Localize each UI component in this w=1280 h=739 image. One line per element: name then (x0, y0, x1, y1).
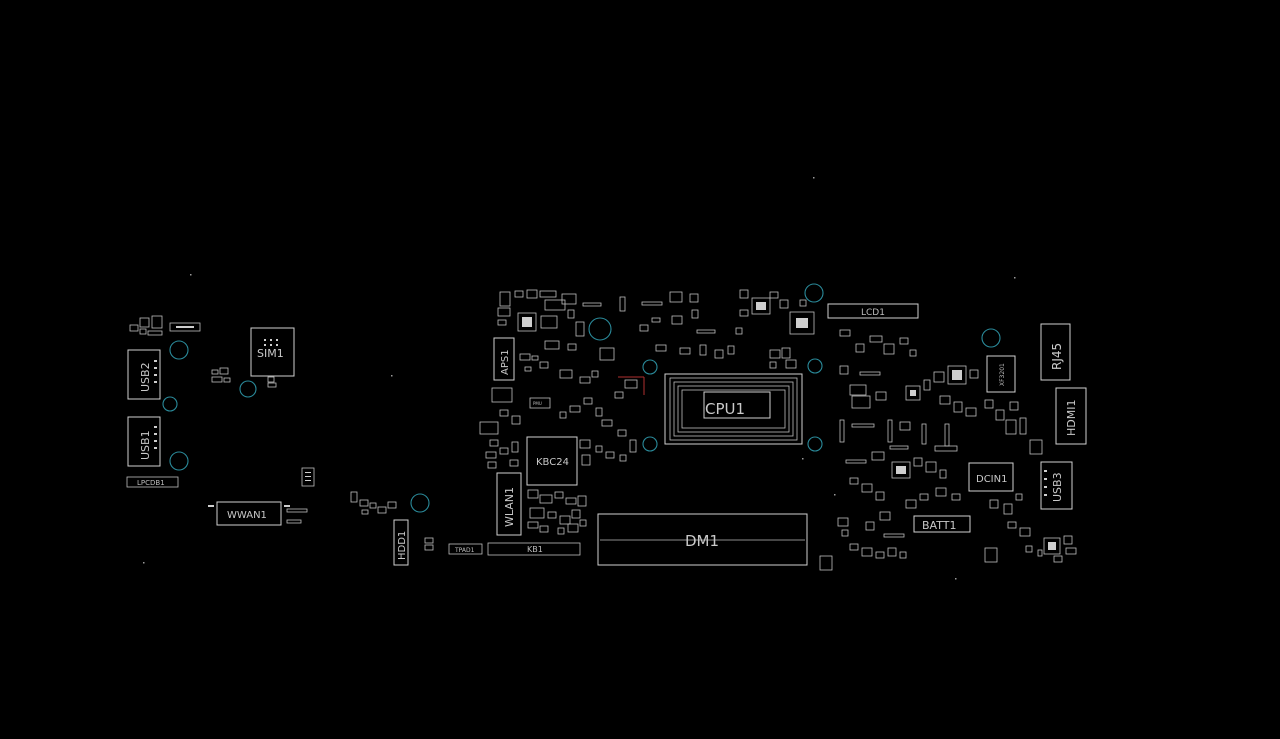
sim1-slot[interactable]: SIM1 (250, 327, 295, 377)
dcin1-label: DCIN1 (976, 474, 1007, 485)
center-left-cluster: HDD1 TPAD1 KB1 (350, 491, 581, 566)
mounting-hole (807, 358, 823, 374)
usb3-label: USB3 (1051, 472, 1064, 502)
usb1-label: USB1 (139, 430, 152, 460)
svg-text:PMU: PMU (533, 401, 542, 406)
batt1-label: BATT1 (922, 519, 956, 532)
mounting-hole (410, 493, 430, 513)
mounting-hole (981, 328, 1001, 348)
lpcdb1-label: LPCDB1 (137, 479, 165, 487)
mounting-hole (588, 317, 612, 341)
usb2-connector[interactable]: USB2 (127, 349, 161, 400)
xf3201-part[interactable]: XF3201 (986, 355, 1016, 393)
kb1-connector[interactable]: KB1 (487, 542, 581, 556)
rj45-connector[interactable]: RJ45 (1040, 323, 1071, 381)
dcin1-connector[interactable]: DCIN1 (968, 462, 1014, 492)
mounting-hole (169, 340, 189, 360)
mounting-hole (169, 451, 189, 471)
wwan1-slot[interactable]: WWAN1 (208, 501, 290, 526)
mounting-hole (804, 283, 824, 303)
kb1-label: KB1 (527, 545, 543, 554)
mounting-hole (807, 436, 823, 452)
mounting-hole (162, 396, 178, 412)
hdmi1-connector[interactable]: HDMI1 (1055, 387, 1087, 445)
kbc24-chip[interactable]: KBC24 (526, 436, 578, 486)
tpad1-connector[interactable]: TPAD1 (448, 543, 483, 555)
dm1-slot[interactable]: DM1 (597, 513, 808, 566)
usb3-connector[interactable]: USB3 (1040, 461, 1073, 510)
lpcdb1-connector[interactable]: LPCDB1 (126, 476, 179, 488)
sim1-label: SIM1 (257, 347, 284, 360)
xf3201-label: XF3201 (999, 363, 1006, 386)
dm1-label: DM1 (685, 532, 719, 550)
stray-marks (143, 177, 1016, 580)
wlan1-label: WLAN1 (503, 487, 516, 527)
cpu1-chip[interactable]: CPU1 (664, 373, 803, 445)
mounting-hole (642, 359, 658, 375)
center-cluster: APS1 KBC24 WLAN1 (479, 289, 771, 536)
hdd1-connector[interactable]: HDD1 (393, 519, 409, 566)
rj45-label: RJ45 (1050, 343, 1064, 370)
batt1-connector[interactable]: BATT1 (913, 515, 971, 533)
lcd1-connector[interactable]: LCD1 (827, 303, 919, 319)
left-cluster: USB2 USB1 LPCDB1 SIM1 (126, 315, 315, 526)
hdd1-label: HDD1 (397, 531, 408, 560)
lcd1-label: LCD1 (861, 308, 885, 318)
kbc24-label: KBC24 (536, 457, 569, 468)
wlan1-slot[interactable]: WLAN1 (496, 472, 522, 536)
aps1-part[interactable]: APS1 (493, 337, 515, 381)
right-cluster (984, 399, 1077, 563)
aps1-label: APS1 (500, 349, 511, 375)
right-center-cluster (769, 291, 979, 571)
usb2-label: USB2 (139, 362, 152, 392)
mounting-hole (642, 436, 658, 452)
wwan1-label: WWAN1 (227, 510, 267, 521)
hdmi1-label: HDMI1 (1065, 400, 1078, 436)
mounting-hole (239, 380, 257, 398)
usb1-connector[interactable]: USB1 (127, 416, 161, 467)
tpad1-label: TPAD1 (454, 547, 475, 554)
cpu1-label: CPU1 (705, 400, 745, 418)
